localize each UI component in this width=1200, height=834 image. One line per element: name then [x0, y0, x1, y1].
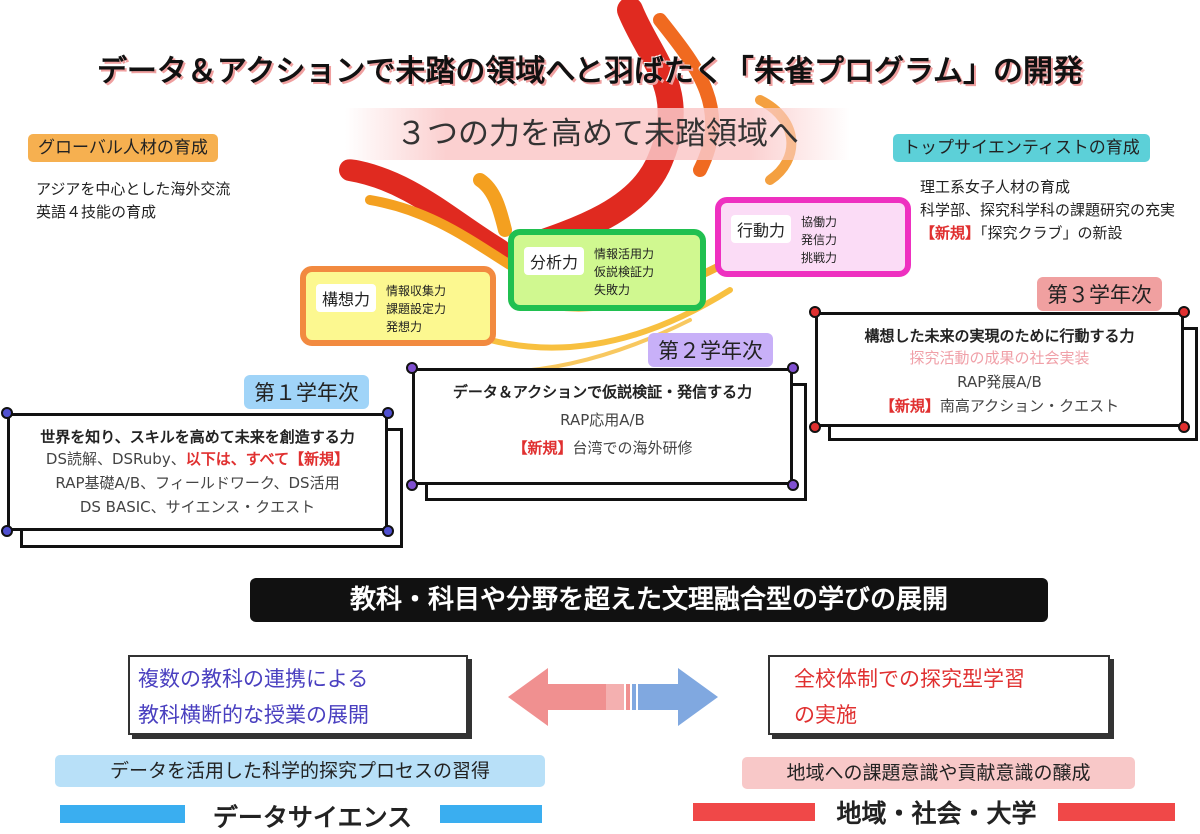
year1-box: 世界を知り、スキルを高めて未来を創造する力 DS読解、DSRuby、以下は、すべ… [1, 407, 394, 537]
corner-dot [1, 407, 13, 419]
power-item: 発信力 [801, 233, 838, 247]
year1-new-note: 以下は、すべて【新規】 [185, 450, 350, 468]
year2-heading: データ＆アクションで仮説検証・発信する力 [452, 383, 753, 401]
year2-line: RAP応用A/B [560, 411, 645, 429]
global-line: 英語４技能の育成 [36, 203, 157, 221]
year3-line: RAP発展A/B [957, 373, 1042, 391]
power-item: 課題設定力 [386, 302, 447, 316]
scientist-line: 「探究クラブ」の新設 [980, 224, 1123, 242]
corner-dot [1178, 421, 1190, 433]
corner-dot [809, 306, 821, 318]
power-label: 構想力 [316, 284, 377, 312]
year1-line: DS読解、DSRuby、 [45, 450, 186, 468]
power-item: 発想力 [386, 320, 423, 334]
year3-heading: 構想した未来の実現のために行動する力 [864, 327, 1135, 345]
data-science-tag: データを活用した科学的探究プロセスの習得 [55, 755, 545, 787]
new-label: 【新規】 [920, 224, 981, 242]
corner-dot [382, 407, 394, 419]
top-scientist-tag: トップサイエンティストの育成 [893, 134, 1150, 162]
year1-line: RAP基礎A/B、フィールドワーク、DS活用 [55, 474, 340, 492]
year1-line: DS BASIC、サイエンス・クエスト [79, 498, 316, 516]
scientist-line: 理工系女子人材の育成 [920, 178, 1071, 196]
year3-box: 構想した未来の実現のために行動する力 探究活動の成果の社会実装 RAP発展A/B… [809, 306, 1190, 433]
year1-heading: 世界を知り、スキルを高めて未来を創造する力 [40, 428, 355, 446]
red-bar-right [1058, 803, 1175, 821]
power-item: 情報活用力 [594, 247, 655, 261]
power-item: 仮説検証力 [594, 265, 655, 279]
corner-dot [787, 362, 799, 374]
power-label: 行動力 [731, 215, 792, 243]
year2-tag: 第２学年次 [648, 333, 773, 367]
cross-subject-line: 教科横断的な授業の展開 [138, 703, 369, 727]
subtitle-banner: ３つの力を高めて未踏領域へ [345, 108, 850, 160]
global-talent-list: アジアを中心とした海外交流 英語４技能の育成 [36, 178, 230, 224]
integrated-learning-banner: 教科・科目や分野を超えた文理融合型の学びの展開 [250, 578, 1048, 622]
year3-line: 南高アクション・クエスト [939, 397, 1120, 415]
corner-dot [382, 525, 394, 537]
global-talent-tag: グローバル人材の育成 [28, 134, 218, 162]
new-label: 【新規】 [512, 439, 573, 457]
power-box-koudou: 行動力 協働力発信力挑戦力 [715, 197, 911, 277]
power-box-bunseki: 分析力 情報活用力仮説検証力失敗力 [508, 229, 706, 311]
power-item: 失敗力 [594, 283, 631, 297]
year2-box: データ＆アクションで仮説検証・発信する力 RAP応用A/B 【新規】台湾での海外… [406, 362, 799, 491]
school-wide-line: の実施 [794, 703, 857, 727]
double-arrow-icon [508, 668, 718, 726]
new-label: 【新規】 [879, 397, 940, 415]
corner-dot [1178, 306, 1190, 318]
community-tag: 地域への課題意識や貢献意識の醸成 [742, 757, 1135, 789]
corner-dot [809, 421, 821, 433]
year3-tag: 第３学年次 [1037, 277, 1162, 311]
page-title: データ＆アクションで未踏の領域へと羽ばたく「朱雀プログラム」の開発 [96, 54, 1084, 89]
cross-subject-box: 複数の教科の連携による教科横断的な授業の展開 [128, 655, 468, 735]
data-science-label: データサイエンス [212, 803, 413, 832]
cross-subject-line: 複数の教科の連携による [138, 667, 369, 691]
corner-dot [787, 479, 799, 491]
scientist-line: 科学部、探究科学科の課題研究の充実 [920, 201, 1176, 219]
power-box-kousou: 構想力 情報収集力課題設定力発想力 [300, 266, 496, 346]
school-wide-box: 全校体制での探究型学習の実施 [768, 655, 1110, 735]
power-label: 分析力 [524, 247, 585, 275]
corner-dot [406, 362, 418, 374]
power-item: 協働力 [801, 215, 838, 229]
corner-dot [1, 525, 13, 537]
blue-bar-right [440, 805, 542, 823]
community-label: 地域・社会・大学 [836, 799, 1037, 828]
red-bar-left [693, 803, 815, 821]
power-item: 挑戦力 [801, 251, 838, 265]
year2-line: 台湾での海外研修 [572, 439, 693, 457]
top-scientist-list: 理工系女子人材の育成 科学部、探究科学科の課題研究の充実 【新規】「探究クラブ」… [920, 176, 1175, 245]
year1-tag: 第１学年次 [244, 375, 369, 409]
global-line: アジアを中心とした海外交流 [36, 180, 231, 198]
corner-dot [406, 479, 418, 491]
year3-line: 探究活動の成果の社会実装 [909, 349, 1090, 367]
school-wide-line: 全校体制での探究型学習 [794, 667, 1025, 691]
power-item: 情報収集力 [386, 284, 447, 298]
blue-bar-left [60, 805, 185, 823]
